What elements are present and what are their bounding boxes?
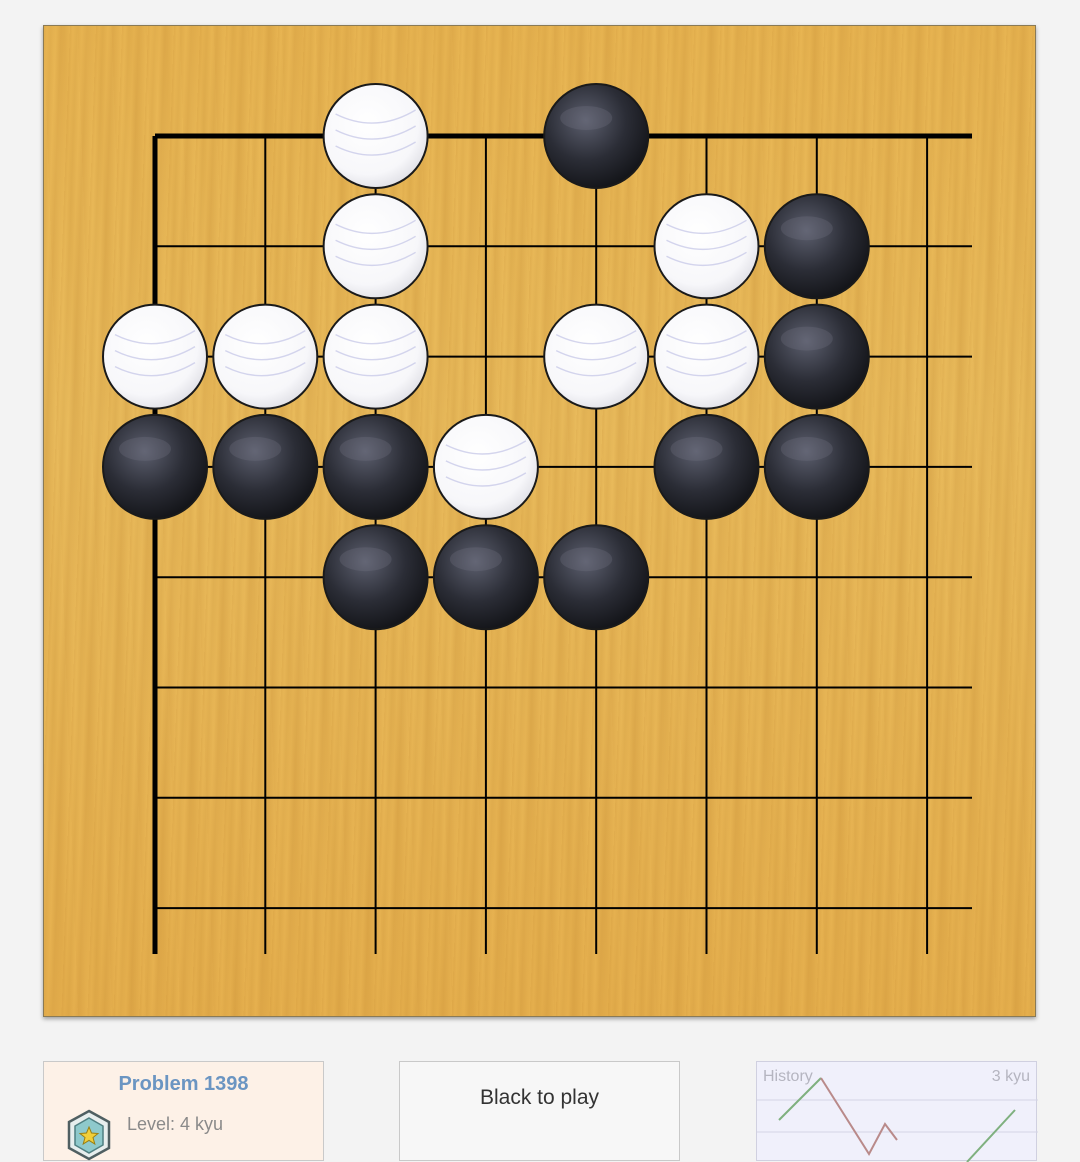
white-stone (322, 193, 429, 300)
history-line-down (820, 1077, 898, 1156)
black-stone (543, 524, 650, 631)
problem-level: Level: 4 kyu (127, 1114, 224, 1134)
history-chart-panel[interactable]: History 3 kyu (756, 1061, 1038, 1162)
white-stone (653, 193, 760, 300)
black-stone (763, 303, 870, 410)
white-stone (322, 83, 429, 189)
black-stone (763, 413, 870, 520)
black-stone (322, 413, 429, 520)
white-stone (102, 303, 208, 410)
white-stone (212, 303, 319, 410)
white-stone (322, 303, 429, 410)
history-rank: 3 kyu (991, 1068, 1030, 1085)
black-stone (212, 413, 319, 520)
problem-title[interactable]: Problem 1398 (118, 1073, 249, 1095)
problem-info-panel: Problem 1398 Level: 4 kyu (43, 1061, 324, 1161)
black-stone (543, 83, 650, 189)
history-line-up (778, 1077, 822, 1121)
to-play-panel: Black to play (399, 1061, 680, 1161)
rank-badge-icon (67, 1109, 111, 1161)
to-play-label: Black to play (479, 1086, 600, 1109)
black-stone (432, 524, 539, 631)
black-stone (653, 413, 760, 520)
history-line-up-2 (966, 1109, 1016, 1162)
black-stone (763, 193, 870, 300)
white-stone (543, 303, 650, 410)
black-stone (322, 524, 429, 631)
go-board[interactable] (43, 25, 1036, 1017)
white-stone (432, 413, 539, 520)
black-stone (102, 413, 208, 520)
history-label: History (763, 1068, 813, 1085)
board-grid[interactable] (44, 26, 1037, 1018)
white-stone (653, 303, 760, 410)
